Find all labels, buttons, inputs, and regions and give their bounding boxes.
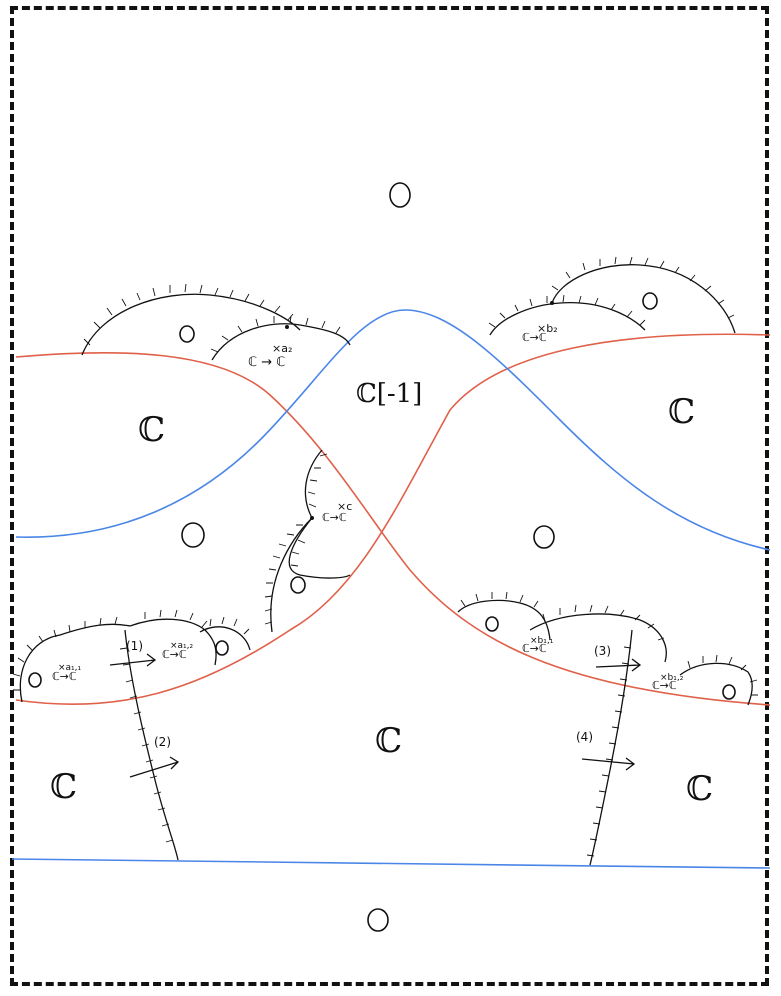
arrow-1	[109, 653, 157, 667]
arrow-3	[595, 658, 642, 672]
hairy-wall-top-right	[488, 256, 736, 336]
map-a11-exp: ×a₁,₁	[58, 663, 82, 673]
map-a11: ℂ→ℂ	[52, 670, 77, 683]
map-b11: ℂ→ℂ	[522, 642, 547, 655]
map-a12: ℂ→ℂ	[162, 648, 187, 661]
arrow-label-3: (3)	[594, 644, 611, 658]
map-a2: ℂ → ℂ	[248, 355, 285, 370]
region-c-right: ℂ	[668, 392, 695, 432]
zero-region-bottom	[367, 908, 389, 932]
hairy-wall-center	[264, 449, 351, 633]
region-c-bottom-center: ℂ	[375, 721, 402, 761]
arrow-label-2: (2)	[154, 735, 171, 749]
map-b2: ℂ→ℂ	[522, 331, 547, 344]
region-c-bottom-right: ℂ	[686, 769, 713, 809]
map-b12-exp: ×b₁,₂	[660, 673, 684, 683]
map-a12-exp: ×a₁,₂	[170, 641, 194, 651]
hairy-wall-vertical-left	[119, 629, 179, 861]
map-a2-exp: ×a₂	[272, 342, 292, 355]
zero-region-right-mid	[533, 525, 555, 549]
arrow-2	[129, 756, 180, 778]
map-c-exp: ×c	[337, 500, 352, 513]
map-b2-exp: ×b₂	[537, 322, 558, 335]
red-curve-falling	[15, 351, 771, 706]
dashed-frame	[10, 6, 769, 986]
region-c-shift: ℂ[-1]	[356, 379, 422, 409]
hairy-wall-top-left	[81, 283, 351, 361]
region-c-bottom-left: ℂ	[50, 767, 77, 807]
zero-region-top	[389, 182, 411, 208]
hairy-wall-bottom-right	[457, 591, 758, 706]
red-curve-rising	[15, 333, 771, 705]
map-c: ℂ→ℂ	[322, 511, 347, 524]
hairy-wall-bottom-left	[12, 609, 251, 703]
map-b12: ℂ→ℂ	[652, 679, 677, 692]
arrow-label-1: (1)	[126, 639, 143, 653]
arrow-label-4: (4)	[576, 730, 593, 744]
blue-curve-bump	[15, 309, 771, 551]
zero-region-left-mid	[181, 522, 205, 548]
map-b11-exp: ×b₁,₁	[530, 636, 554, 646]
region-c-left: ℂ	[138, 410, 165, 450]
blue-line-bottom	[11, 858, 771, 869]
arrow-4	[581, 757, 636, 771]
